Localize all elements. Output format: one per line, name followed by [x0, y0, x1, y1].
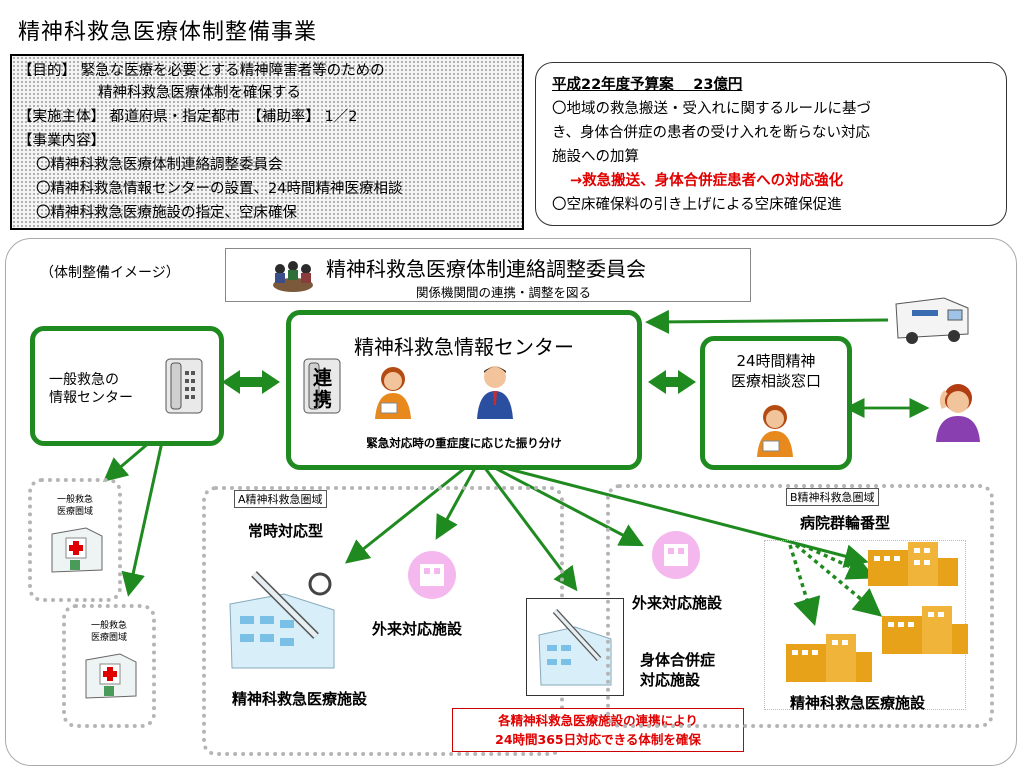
budget-line: き、身体合併症の患者の受け入れを断らない対応 [552, 125, 870, 141]
meeting-icon [273, 261, 313, 292]
ambulance-arrow [645, 309, 889, 334]
outpatient-icon [408, 551, 456, 599]
budget-line: 〇地域の救急搬送・受入れに関するルールに基づ [552, 101, 871, 117]
purpose-line: 精神科救急医療体制を確保する [98, 85, 301, 101]
budget-line: 施設への加算 [552, 149, 639, 165]
committee-title: 精神科救急医療体制連絡調整委員会 [326, 257, 646, 281]
rotation-hospital-icon [868, 542, 958, 586]
purpose-line: 【目的】 緊急な医療を必要とする精神障害者等のための [18, 63, 385, 79]
bottom-note-line: 24時間365日対応できる体制を確保 [495, 732, 701, 747]
general-area-box-1: 一般救急 医療圏域 [28, 478, 122, 602]
telephone-icon [303, 358, 341, 414]
page-title: 精神科救急医療体制整備事業 [18, 20, 318, 45]
double-arrow-right [648, 370, 696, 394]
committee-box: 精神科救急医療体制連絡調整委員会 関係機関間の連携・調整を図る [225, 248, 751, 302]
physical-facility-label: 身体合併症 対応施設 [640, 651, 716, 689]
general-area-label: 一般救急 医療圏域 [56, 495, 93, 517]
area-b-outpatient: 外来対応施設 [632, 594, 723, 612]
double-arrow-left [222, 370, 280, 394]
diagram-frame [5, 238, 1017, 766]
general-info-center: 一般救急の 情報センター [30, 326, 224, 446]
general-center-label: 一般救急の 情報センター [49, 372, 133, 406]
info-center-caption: 緊急対応時の重症度に応じた振り分け [366, 436, 562, 450]
general-area-arrow [103, 440, 151, 482]
consult-desk-label: 24時間精神 医療相談窓口 [730, 352, 821, 390]
purpose-line: 〇精神科救急医療体制連絡調整委員会 [36, 157, 283, 173]
area-a-type: 常時対応型 [248, 522, 324, 540]
consult-desk-box: 24時間精神 医療相談窓口 [700, 336, 852, 470]
budget-arrow-text: →救急搬送、身体合併症患者への対応強化 [570, 173, 844, 189]
area-a-tag: A精神科救急圏域 [234, 490, 327, 508]
area-b-tag: B精神科救急圏域 [786, 488, 879, 506]
area-a-facility: 精神科救急医療施設 [232, 690, 368, 708]
renkei-label: 連携 [313, 367, 333, 411]
purpose-box: 【目的】 緊急な医療を必要とする精神障害者等のための 精神科救急医療体制を確保す… [10, 54, 524, 230]
purpose-line: 【実施主体】 都道府県・指定都市 【補助率】 1／2 [18, 109, 358, 125]
budget-box: 平成22年度予算案 23億円 〇地域の救急搬送・受入れに関するルールに基づ き、… [535, 62, 1007, 226]
area-b-facility: 精神科救急医療施設 [790, 694, 926, 712]
purpose-line: 〇精神科救急情報センターの設置、24時間精神医療相談 [36, 181, 403, 197]
operator-man-icon [477, 366, 513, 419]
committee-subtitle: 関係機関間の連携・調整を図る [416, 285, 592, 300]
general-area-arrow [121, 441, 164, 597]
general-area-box-2: 一般救急 医療圏域 [62, 604, 156, 728]
area-b-box [606, 484, 994, 728]
area-a-outpatient: 外来対応施設 [372, 620, 463, 638]
budget-heading: 平成22年度予算案 23億円 [552, 77, 743, 93]
hospital-icon [85, 653, 137, 699]
syringe-hospital-icon [538, 608, 612, 686]
operator-woman-icon [375, 367, 411, 419]
rotation-hospital-icon [882, 606, 968, 654]
patient-icon [936, 384, 980, 442]
consultant-icon [757, 405, 793, 457]
rotation-dotted-arrows [788, 543, 883, 627]
budget-line: 〇空床確保料の引き上げによる空床確保促進 [552, 197, 842, 213]
info-center-box: 精神科救急情報センター 連携 緊急対応時の重症度に応じた振り分け [286, 310, 642, 470]
image-label: （体制整備イメージ） [40, 265, 180, 281]
rotation-hospital-icon [786, 634, 872, 682]
purpose-line: 【事業内容】 [18, 133, 105, 149]
ambulance-icon [895, 297, 969, 344]
purpose-line: 〇精神科救急医療施設の指定、空床確保 [36, 205, 297, 221]
area-b-type: 病院群輪番型 [800, 514, 891, 532]
outpatient-icon [652, 531, 700, 579]
info-center-title: 精神科救急情報センター [354, 335, 574, 359]
psych-hospital-icon [229, 571, 335, 669]
hospital-icon [51, 527, 103, 573]
telephone-icon [165, 358, 203, 414]
general-area-label: 一般救急 医療圏域 [90, 621, 127, 643]
